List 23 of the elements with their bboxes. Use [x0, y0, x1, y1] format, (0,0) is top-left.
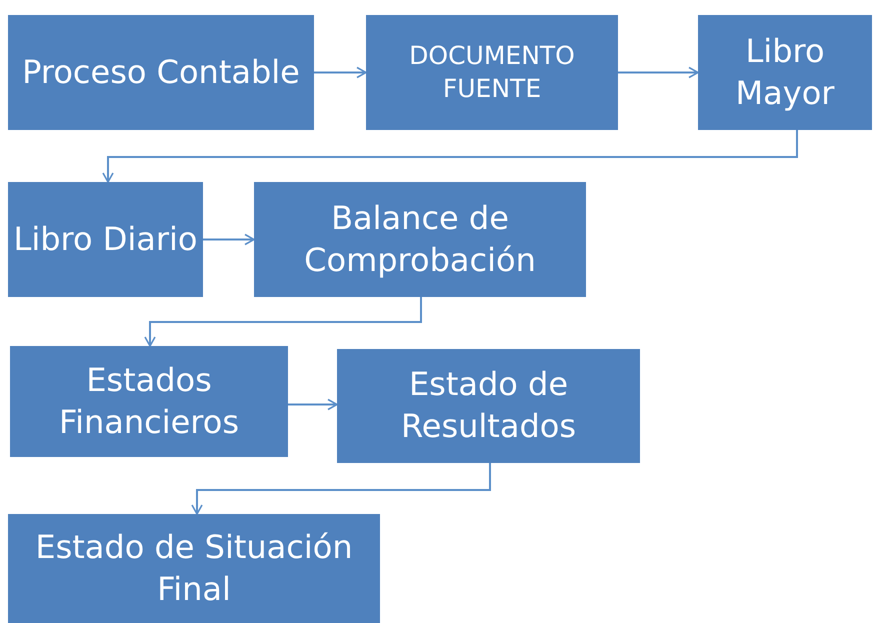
- process-box: [8, 514, 380, 623]
- process-box: [254, 182, 586, 297]
- box-label: Libro Diario: [14, 218, 198, 260]
- process-box: [337, 349, 640, 463]
- arrow: [203, 234, 255, 246]
- arrow: [288, 398, 338, 410]
- process-box: [8, 182, 203, 297]
- box-label: DOCUMENTO FUENTE: [408, 40, 576, 104]
- arrow: [618, 66, 699, 78]
- box-label: Estado de Resultados: [400, 364, 578, 447]
- process-box: [366, 15, 618, 130]
- box-label: Estado de Situación Final: [34, 526, 354, 610]
- arrow: [191, 463, 491, 515]
- box-label: Libro Mayor: [734, 30, 836, 114]
- box-label: Balance de Comprobación: [303, 198, 537, 280]
- box-label: Estados Financieros: [58, 360, 240, 442]
- process-box: [698, 15, 872, 130]
- box-label: Proceso Contable: [22, 52, 300, 93]
- arrow: [144, 297, 422, 347]
- arrow: [102, 130, 798, 183]
- process-box: [8, 15, 314, 130]
- arrow: [314, 66, 367, 78]
- process-box: [10, 346, 288, 457]
